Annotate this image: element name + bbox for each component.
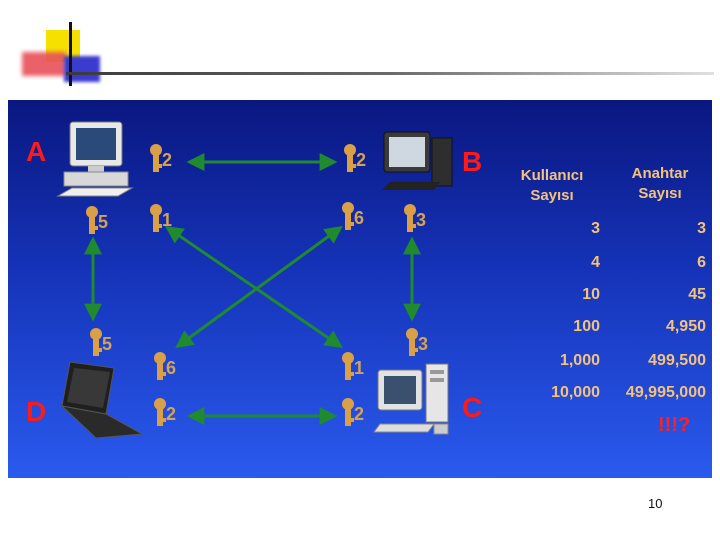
key-number-d-b: 6 (166, 358, 176, 379)
tower-computer-icon (380, 128, 460, 198)
key-number-d-c: 2 (166, 404, 176, 425)
key-number-b-a: 2 (356, 150, 366, 171)
key-icon: 5 (84, 206, 118, 236)
warning-marks: !!!? (658, 414, 690, 437)
key-icon: 2 (342, 144, 376, 174)
key-icon: 3 (402, 204, 436, 234)
key-number-a-b: 2 (162, 150, 172, 171)
table-cell-users: 4 (508, 254, 600, 272)
header-divider-line (66, 72, 714, 75)
header-decoration-red (22, 52, 66, 76)
table-cell-users: 1,000 (508, 352, 600, 370)
table-cell-users: 10,000 (508, 384, 600, 402)
table-cell-users: 100 (508, 318, 600, 336)
header-key-count-line1: Anahtar (618, 164, 702, 184)
node-label-b: B (462, 146, 482, 178)
table-cell-users: 3 (508, 220, 600, 238)
node-label-d: D (26, 396, 46, 428)
table-cell-keys: 45 (606, 286, 706, 304)
table-cell-users: 10 (508, 286, 600, 304)
key-number-c-b: 3 (418, 334, 428, 355)
key-icon: 3 (404, 328, 438, 358)
key-number-b-c: 3 (416, 210, 426, 231)
table-cell-keys: 49,995,000 (606, 384, 706, 402)
key-number-a-c: 1 (162, 210, 172, 231)
table-cell-keys: 3 (606, 220, 706, 238)
laptop-icon (58, 356, 148, 446)
key-icon: 6 (152, 352, 186, 382)
key-icon: 6 (340, 202, 374, 232)
key-icon: 1 (340, 352, 374, 382)
table-cell-keys: 6 (606, 254, 706, 272)
key-icon: 2 (340, 398, 374, 428)
desktop-computer-icon (56, 120, 142, 202)
page-number: 10 (648, 496, 662, 511)
table-cell-keys: 499,500 (606, 352, 706, 370)
table-cell-keys: 4,950 (606, 318, 706, 336)
key-number-a-d: 5 (98, 212, 108, 233)
header-user-count-line2: Sayısı (512, 186, 592, 206)
key-distribution-diagram: A B C D 2 5 1 (8, 100, 712, 478)
header-key-count-line2: Sayısı (618, 184, 702, 204)
workstation-computer-icon (372, 362, 460, 440)
key-icon: 5 (88, 328, 122, 358)
header-user-count-line1: Kullanıcı (512, 166, 592, 186)
node-label-a: A (26, 136, 46, 168)
key-icon: 1 (148, 204, 182, 234)
key-icon: 2 (152, 398, 186, 428)
key-number-c-a: 1 (354, 358, 364, 379)
header-key-count: Anahtar Sayısı (618, 164, 702, 204)
key-number-c-d: 2 (354, 404, 364, 425)
key-number-d-a: 5 (102, 334, 112, 355)
key-icon: 2 (148, 144, 182, 174)
node-label-c: C (462, 392, 482, 424)
key-number-b-d: 6 (354, 208, 364, 229)
header-decoration-vertical-line (69, 22, 72, 86)
header-user-count: Kullanıcı Sayısı (512, 166, 592, 206)
